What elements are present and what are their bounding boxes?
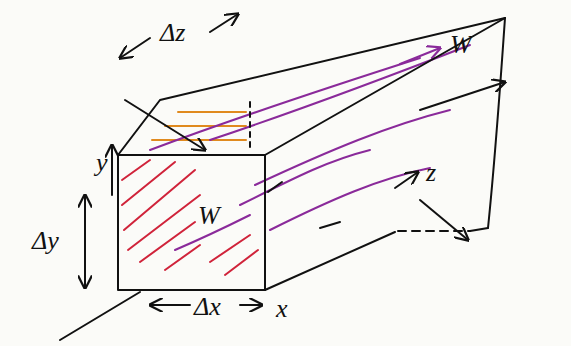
axis-label: x — [274, 296, 290, 322]
axis-label: Δx — [192, 294, 223, 320]
axis-label: y — [94, 150, 110, 176]
axis-label: W — [448, 32, 474, 58]
axis-label: Δy — [30, 228, 61, 254]
axis-label: Δz — [158, 20, 187, 46]
axis-label: z — [424, 160, 438, 186]
axis-label: W — [196, 203, 222, 229]
